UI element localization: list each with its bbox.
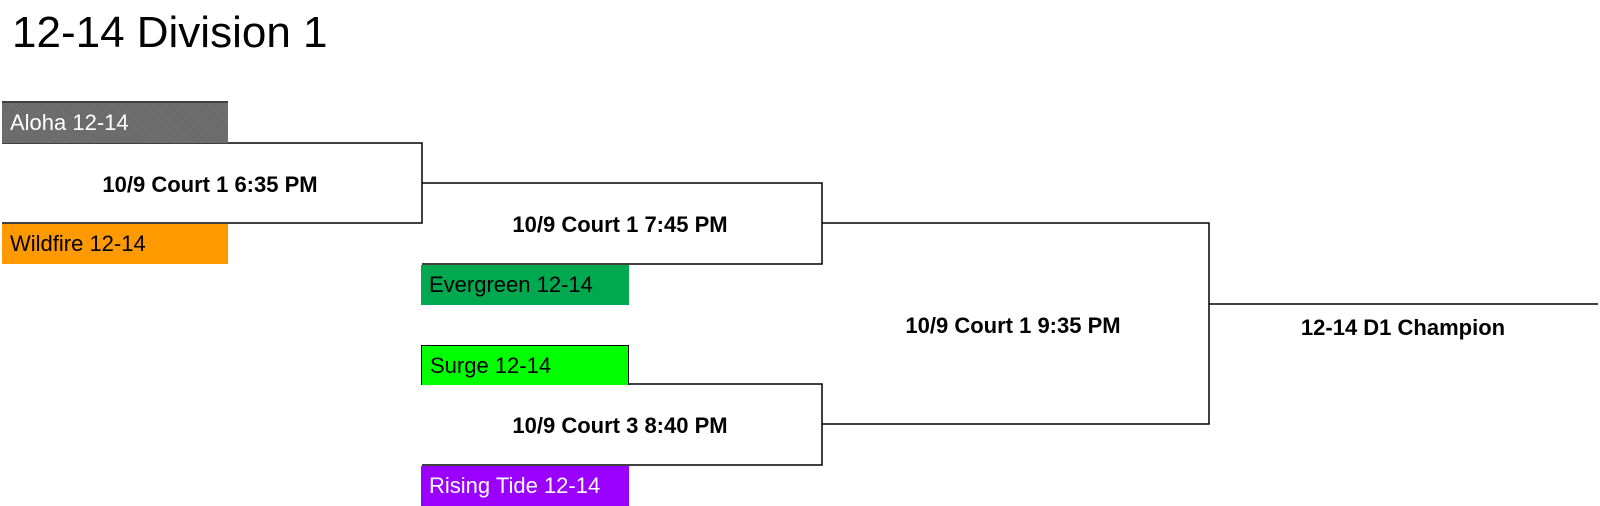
team-aloha: Aloha 12-14 <box>2 103 228 143</box>
page-title: 12-14 Division 1 <box>12 8 328 57</box>
team-rising-tide: Rising Tide 12-14 <box>421 466 629 506</box>
match-round1-label: 10/9 Court 1 6:35 PM <box>102 172 318 197</box>
team-surge-label: Surge 12-14 <box>430 353 552 378</box>
team-evergreen: Evergreen 12-14 <box>421 265 629 305</box>
team-aloha-label: Aloha 12-14 <box>10 110 129 135</box>
match-final-label: 10/9 Court 1 9:35 PM <box>905 313 1121 338</box>
final-connector <box>822 222 1210 425</box>
team-wildfire: Wildfire 12-14 <box>2 224 228 264</box>
team-surge: Surge 12-14 <box>421 345 629 385</box>
champion-label: 12-14 D1 Champion <box>1300 315 1506 340</box>
match-semifinal-top-label: 10/9 Court 1 7:45 PM <box>512 212 728 237</box>
team-rising-tide-label: Rising Tide 12-14 <box>429 473 601 498</box>
match-semifinal-bottom-label: 10/9 Court 3 8:40 PM <box>512 413 728 438</box>
team-evergreen-label: Evergreen 12-14 <box>429 272 593 297</box>
team-wildfire-label: Wildfire 12-14 <box>10 231 146 256</box>
